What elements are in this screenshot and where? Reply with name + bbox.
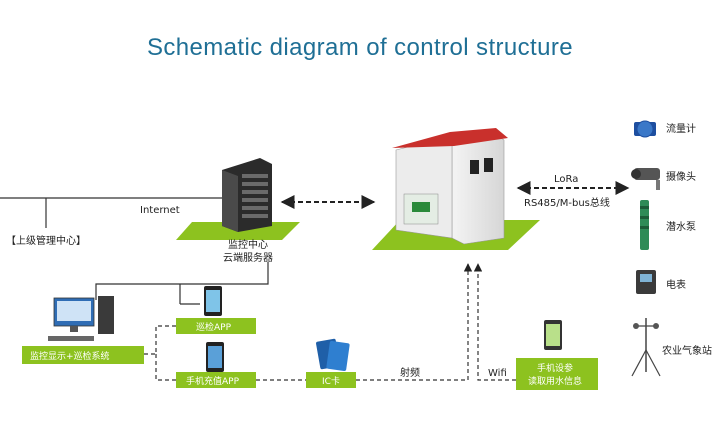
inspection-app-label-bg (176, 318, 256, 334)
camera-icon (631, 168, 660, 190)
phone-inspection-icon (204, 286, 222, 316)
phone-setting-label-1: 手机设参 (537, 362, 573, 374)
monitor-workstation-icon (48, 296, 114, 341)
monitor-system-label: 监控显示+巡检系统 (30, 350, 110, 362)
ic-card-label-bg (306, 372, 356, 388)
rs485-label: RS485/M-bus总线 (524, 196, 610, 209)
recharge-app-label: 手机充值APP (186, 375, 240, 387)
device-label-flowmeter: 流量计 (666, 122, 696, 135)
device-label-weather: 农业气象站 (662, 344, 712, 357)
submersible-pump-icon (640, 200, 649, 250)
ic-card-icon (316, 338, 350, 371)
diagram-title: Schematic diagram of control structure (146, 34, 574, 61)
phone-setting-label-bg (516, 358, 598, 390)
device-label-meter: 电表 (666, 278, 686, 291)
device-label-camera: 摄像头 (666, 170, 696, 183)
recharge-app-label-bg (176, 372, 256, 388)
connectors (95, 262, 516, 381)
upper-center-label: 【上级管理中心】 (6, 234, 86, 247)
inspection-app-label: 巡检APP (196, 321, 232, 333)
cabinet-window-left (470, 160, 479, 174)
upper-management-link (0, 197, 222, 228)
cabinet-roof (392, 128, 508, 148)
monitor-system-label-bg (22, 346, 144, 364)
cloud-server (176, 158, 300, 240)
phone-setting-icon (544, 320, 562, 350)
ic-card-label: IC卡 (322, 375, 340, 387)
rf-label: 射频 (400, 366, 420, 379)
internet-label: Internet (140, 205, 180, 216)
flowmeter-icon (634, 120, 656, 138)
device-label-pump: 潜水泵 (666, 220, 696, 233)
server-rack-slots-icon (242, 174, 268, 218)
control-cabinet (372, 128, 540, 250)
weather-station-icon (631, 318, 661, 377)
phone-recharge-icon (206, 342, 224, 372)
phone-setting-label-2: 读取用水信息 (528, 375, 582, 387)
cloud-server-label: 云端服务器 (223, 251, 273, 264)
wifi-label: Wifi (488, 368, 507, 379)
monitor-center-label: 监控中心 (228, 238, 268, 251)
cabinet-window-right (484, 158, 493, 172)
lora-label: LoRa (554, 174, 578, 185)
electric-meter-icon (636, 270, 656, 294)
